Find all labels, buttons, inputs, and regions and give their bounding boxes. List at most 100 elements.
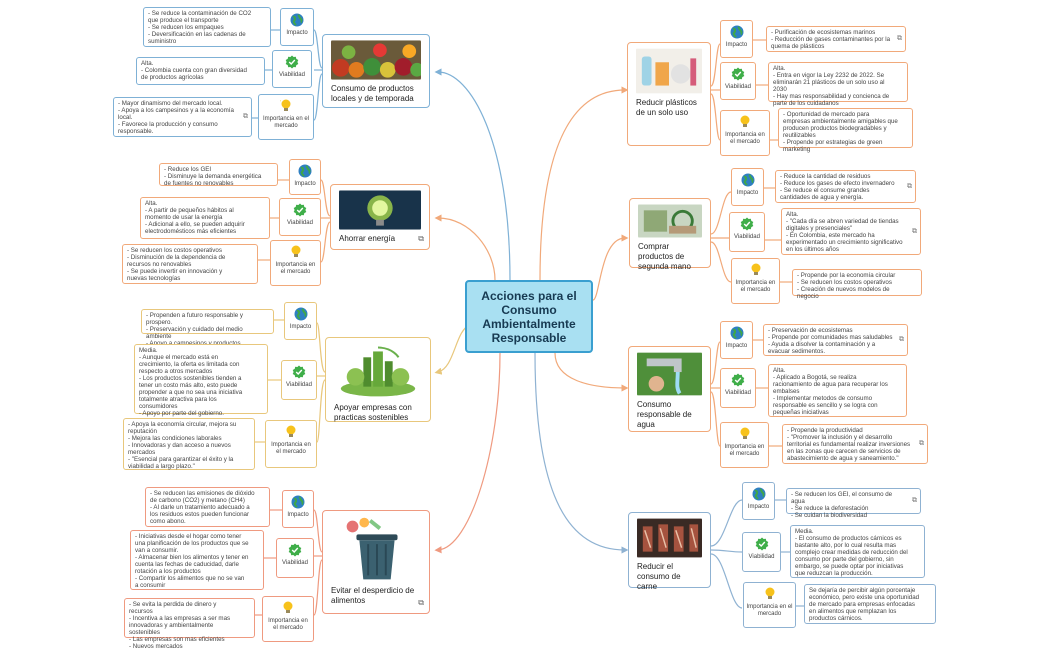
external-link-icon[interactable]: ⧉ (899, 336, 904, 343)
viability-tag: Viabilidad (279, 198, 321, 236)
topic-title: Comprar productos de segunda mano (638, 242, 691, 271)
viability-tag: Viabilidad (720, 368, 756, 408)
note-text: - Reduce la cantidad de residuos - Reduc… (780, 173, 895, 201)
impact-label: Impacto (736, 190, 759, 196)
energy-bulb-image (339, 190, 421, 230)
impact-tag: Impacto (720, 20, 753, 58)
topic-ahorrar-energia[interactable]: Ahorrar energía ⧉ (330, 184, 430, 250)
lightbulb-icon (740, 427, 749, 439)
topic-reducir-plasticos[interactable]: Reducir plásticos de un solo uso (627, 42, 711, 146)
market-label: Importancia en el mercado (735, 280, 776, 293)
impact-tag: Impacto (284, 302, 317, 340)
checkmark-badge-icon (731, 373, 745, 387)
lightbulb-icon (765, 587, 774, 599)
market-note: - Propende por la economía circular - Se… (792, 269, 922, 300)
viability-note: Alta. - A partir de pequeños hábitos al … (140, 197, 270, 239)
note-text: Alta. - Colombia cuenta con gran diversi… (141, 60, 247, 81)
note-text: - Oportunidad de mercado para empresas a… (783, 111, 898, 153)
market-tag: Importancia en el mercado (720, 422, 769, 468)
checkmark-badge-icon (292, 365, 306, 379)
note-text: - Preservación de ecosistemas - Propende… (768, 327, 893, 355)
note-text: - Se reduce la contaminación de CO2 que … (148, 10, 252, 45)
topic-consumo-carne[interactable]: Reducir el consumo de carne (628, 512, 711, 591)
topic-title: Apoyar empresas con practicas sostenible… (334, 403, 412, 422)
external-link-icon[interactable]: ⧉ (907, 182, 912, 190)
note-text: - Propende por la economía circular - Se… (797, 272, 896, 300)
impact-note: - Reduce la cantidad de residuos - Reduc… (775, 170, 916, 203)
viability-label: Viabilidad (286, 382, 312, 388)
external-link-icon[interactable]: ⧉ (418, 598, 424, 607)
impact-note: - Reduce los GEI - Disminuye la demanda … (159, 163, 278, 187)
note-text: - Reduce los GEI - Disminuye la demanda … (164, 166, 262, 187)
impact-label: Impacto (747, 504, 770, 510)
note-text: Alta. - "Cada día se abren variedad de t… (786, 211, 903, 253)
lightbulb-icon (280, 99, 291, 111)
market-note: - Oportunidad de mercado para empresas a… (778, 108, 913, 153)
vegetables-image (331, 40, 421, 80)
topic-evitar-desperdicio[interactable]: Evitar el desperdicio de alimentos ⧉ (322, 510, 430, 614)
market-label: Importancia en el mercado (725, 132, 765, 145)
central-topic[interactable]: Acciones para el Consumo Ambientalmente … (465, 280, 593, 353)
impact-label: Impacto (725, 343, 748, 349)
impact-label: Impacto (725, 42, 748, 48)
viability-note: Media. - El consumo de productos cárnico… (790, 525, 925, 578)
impact-note: - Se reducen las emisiones de dióxido de… (145, 487, 270, 527)
note-text: - Purificación de ecosistemas marinos - … (771, 29, 891, 50)
market-tag: Importancia en el mercado (270, 240, 321, 286)
viability-label: Viabilidad (725, 84, 751, 90)
recycle-clothes-image (638, 204, 702, 238)
topic-apoyar-empresas[interactable]: Apoyar empresas con practicas sostenible… (325, 337, 431, 422)
market-note: Se dejaría de percibir algún porcentaje … (804, 584, 936, 624)
checkmark-badge-icon (755, 537, 768, 551)
market-note: - Propende la productividad - "Promover … (782, 424, 928, 464)
external-link-icon[interactable]: ⧉ (912, 227, 917, 235)
external-link-icon[interactable]: ⧉ (243, 113, 248, 120)
topic-consumo-locales[interactable]: Consumo de productos locales y de tempor… (322, 34, 430, 108)
checkmark-badge-icon (293, 203, 307, 217)
viability-label: Viabilidad (734, 234, 760, 240)
note-text: - Se reducen los costos operativos - Dis… (127, 247, 226, 282)
checkmark-badge-icon (288, 543, 302, 557)
impact-label: Impacto (287, 512, 309, 518)
external-link-icon[interactable]: ⧉ (912, 497, 917, 504)
viability-label: Viabilidad (725, 390, 751, 396)
impact-tag: Impacto (720, 321, 753, 359)
topic-consumo-agua[interactable]: Consumo responsable de agua (628, 346, 711, 432)
checkmark-badge-icon (731, 67, 745, 81)
globe-icon (730, 326, 743, 340)
lightbulb-icon (740, 115, 750, 127)
central-topic-title: Acciones para el Consumo Ambientalmente … (481, 288, 577, 345)
impact-tag: Impacto (742, 482, 775, 520)
market-tag: Importancia en el mercado (720, 110, 770, 156)
market-label: Importancia en el mercado (271, 442, 311, 455)
note-text: Alta. - Entra en vigor la Ley 2232 de 20… (773, 65, 890, 107)
market-tag: Importancia en el mercado (262, 596, 314, 642)
viability-tag: Viabilidad (729, 212, 765, 252)
note-text: - Se reducen los GEI, el consumo de agua… (791, 491, 893, 519)
viability-note: Alta. - Colombia cuenta con gran diversi… (136, 57, 265, 85)
note-text: - Se reducen las emisiones de dióxido de… (150, 490, 255, 525)
topic-segunda-mano[interactable]: Comprar productos de segunda mano (629, 198, 711, 271)
checkmark-badge-icon (285, 55, 299, 69)
external-link-icon[interactable]: ⧉ (919, 440, 924, 447)
market-tag: Importancia en el mercado (743, 582, 796, 628)
viability-label: Viabilidad (279, 72, 305, 78)
impact-tag: Impacto (280, 8, 314, 46)
globe-icon (741, 173, 754, 187)
impact-label: Impacto (289, 324, 312, 330)
note-text: Media. - Aunque el mercado está en creci… (139, 347, 243, 417)
market-label: Importancia en el mercado (746, 604, 793, 617)
viability-label: Viabilidad (287, 220, 313, 226)
globe-icon (291, 495, 305, 509)
note-text: Se dejaría de percibir algún porcentaje … (809, 587, 920, 622)
note-text: Media. - El consumo de productos cárnico… (795, 528, 908, 577)
impact-label: Impacto (286, 30, 308, 36)
external-link-icon[interactable]: ⧉ (418, 234, 424, 243)
globe-icon (752, 487, 765, 501)
external-link-icon[interactable]: ⧉ (897, 35, 902, 42)
impact-note: - Propenden a futuro responsable y prosp… (141, 309, 274, 354)
viability-tag: Viabilidad (720, 62, 756, 100)
note-text: - Iniciativas desde el hogar como tener … (135, 533, 249, 589)
globe-icon (294, 307, 307, 321)
